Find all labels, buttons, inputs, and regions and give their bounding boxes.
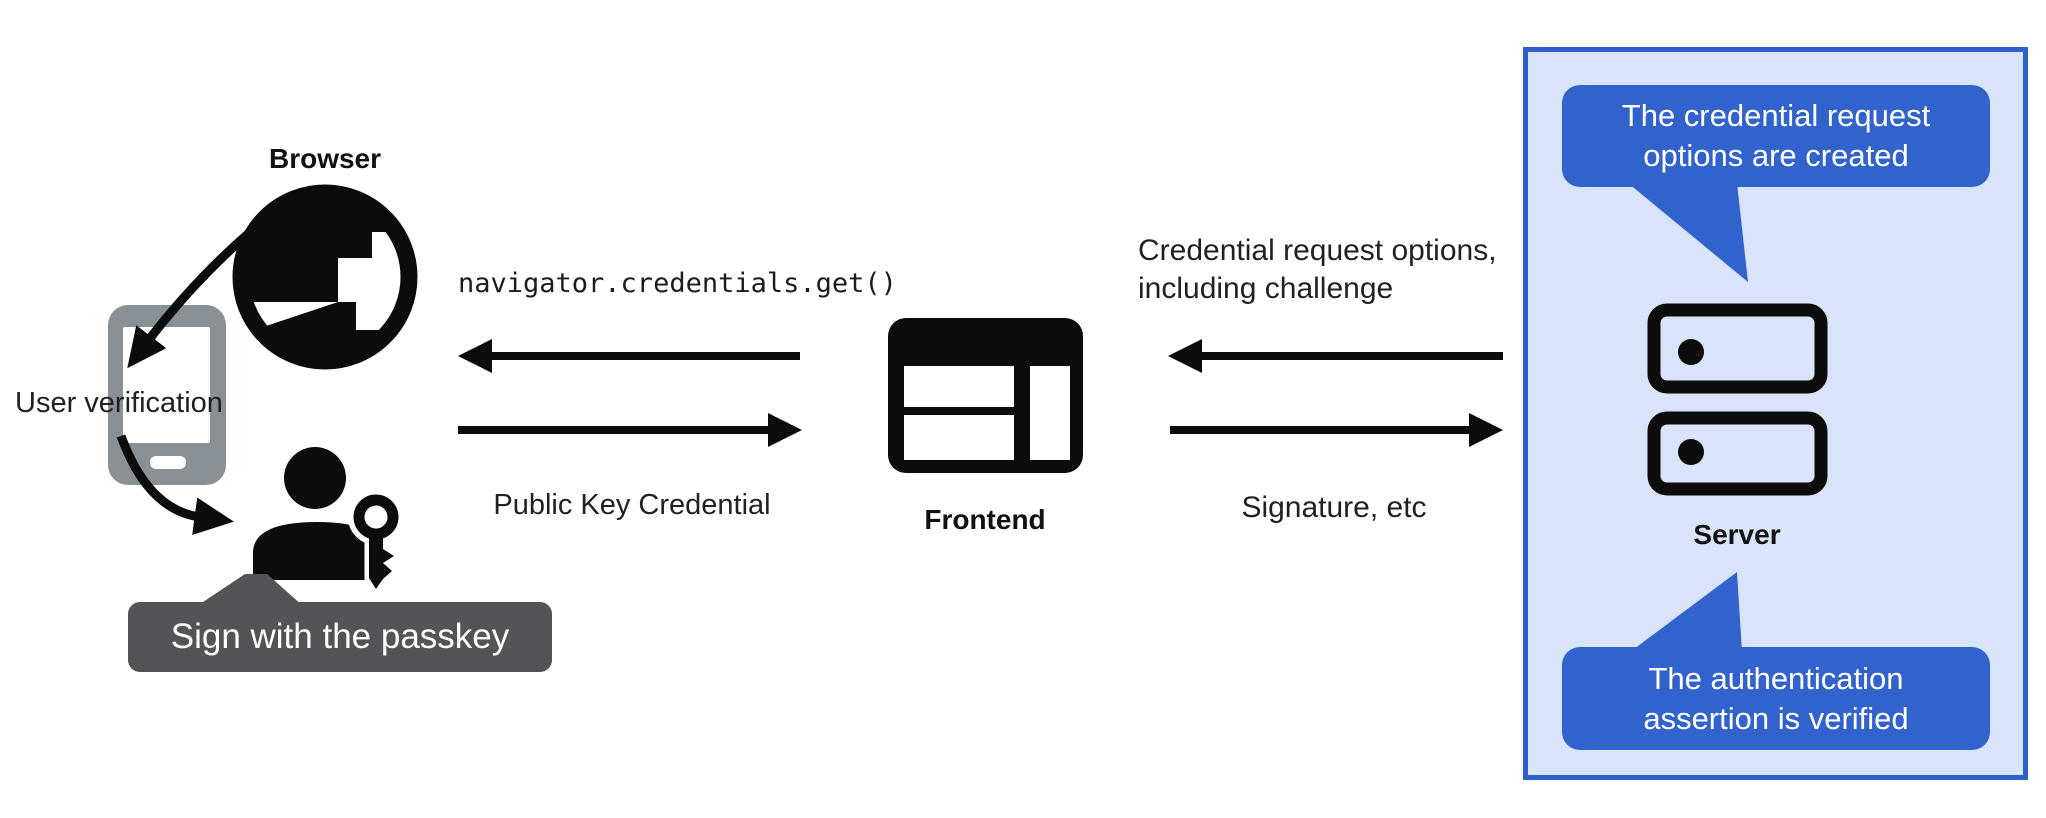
public-key-credential-label: Public Key Credential bbox=[493, 489, 771, 521]
globe-icon bbox=[232, 184, 418, 370]
server-note-bottom-text: The authentication assertion is verified bbox=[1643, 660, 1909, 736]
server-note-top: The credential request options are creat… bbox=[1562, 85, 1990, 187]
server-note-top-text: The credential request options are creat… bbox=[1621, 98, 1931, 173]
signature-label: Signature, etc bbox=[1241, 491, 1427, 524]
server-icon bbox=[1647, 303, 1828, 496]
bubble-top-tail bbox=[1628, 183, 1748, 282]
navigator-credentials-get-label: navigator.credentials.get() bbox=[458, 268, 897, 299]
frontend-label: Frontend bbox=[924, 504, 1046, 535]
user-verification-label: User verification bbox=[15, 387, 223, 419]
passkey-tooltip-text: Sign with the passkey bbox=[170, 617, 510, 656]
arrow-browser-to-frontend bbox=[458, 413, 802, 447]
bubble-bottom-tail bbox=[1630, 572, 1742, 652]
key-icon bbox=[348, 489, 404, 598]
arrow-browser-to-phone bbox=[127, 229, 252, 369]
passkey-tooltip: Sign with the passkey bbox=[128, 602, 552, 672]
arrow-frontend-to-browser bbox=[458, 339, 800, 373]
server-label: Server bbox=[1693, 519, 1781, 550]
arrow-phone-to-passkey bbox=[116, 434, 234, 536]
browser-label: Browser bbox=[268, 143, 382, 174]
arrow-server-to-frontend bbox=[1168, 339, 1503, 373]
person-icon bbox=[253, 447, 381, 580]
arrow-frontend-to-server bbox=[1170, 413, 1503, 447]
tooltip-pointer bbox=[197, 574, 303, 606]
credential-request-options-label: Credential request options, including ch… bbox=[1138, 234, 1497, 305]
frontend-window-icon bbox=[888, 318, 1083, 473]
phone-speaker-bar bbox=[150, 456, 186, 469]
server-note-bottom: The authentication assertion is verified bbox=[1562, 647, 1990, 750]
